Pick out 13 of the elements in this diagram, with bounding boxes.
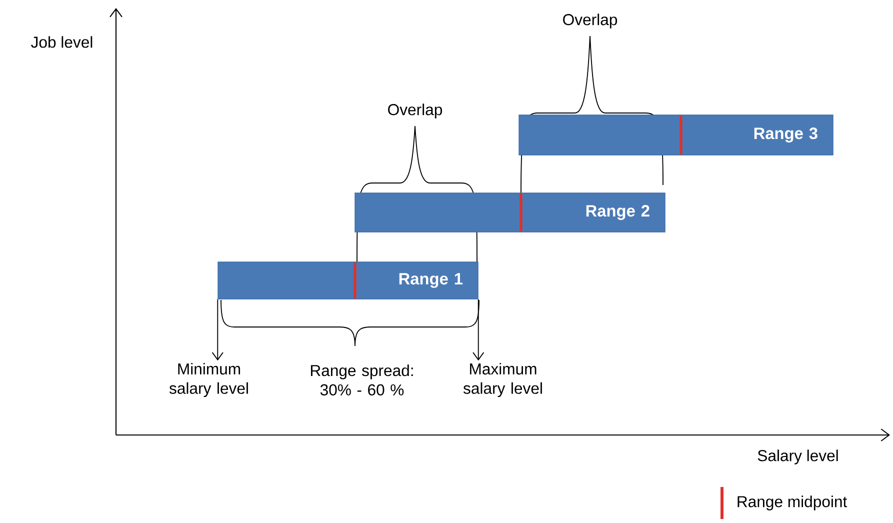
text-label: Overlap bbox=[563, 14, 618, 28]
range-bar: Range 3 bbox=[518, 114, 834, 156]
axis-label: Minimum salary level bbox=[169, 362, 248, 398]
legend-label: Range midpoint bbox=[738, 496, 848, 510]
arrow bbox=[472, 298, 484, 361]
text-label: Range spread: 30% - 60 % bbox=[311, 364, 413, 396]
text-label: Overlap bbox=[388, 104, 442, 118]
text-label: Job level bbox=[31, 36, 92, 48]
range-bar: Range 2 bbox=[354, 192, 666, 232]
arrow bbox=[212, 298, 224, 361]
axis-label: Maximum salary level bbox=[463, 362, 542, 398]
text-label: Salary level bbox=[758, 450, 838, 464]
range-bar: Range 1 bbox=[218, 262, 478, 300]
